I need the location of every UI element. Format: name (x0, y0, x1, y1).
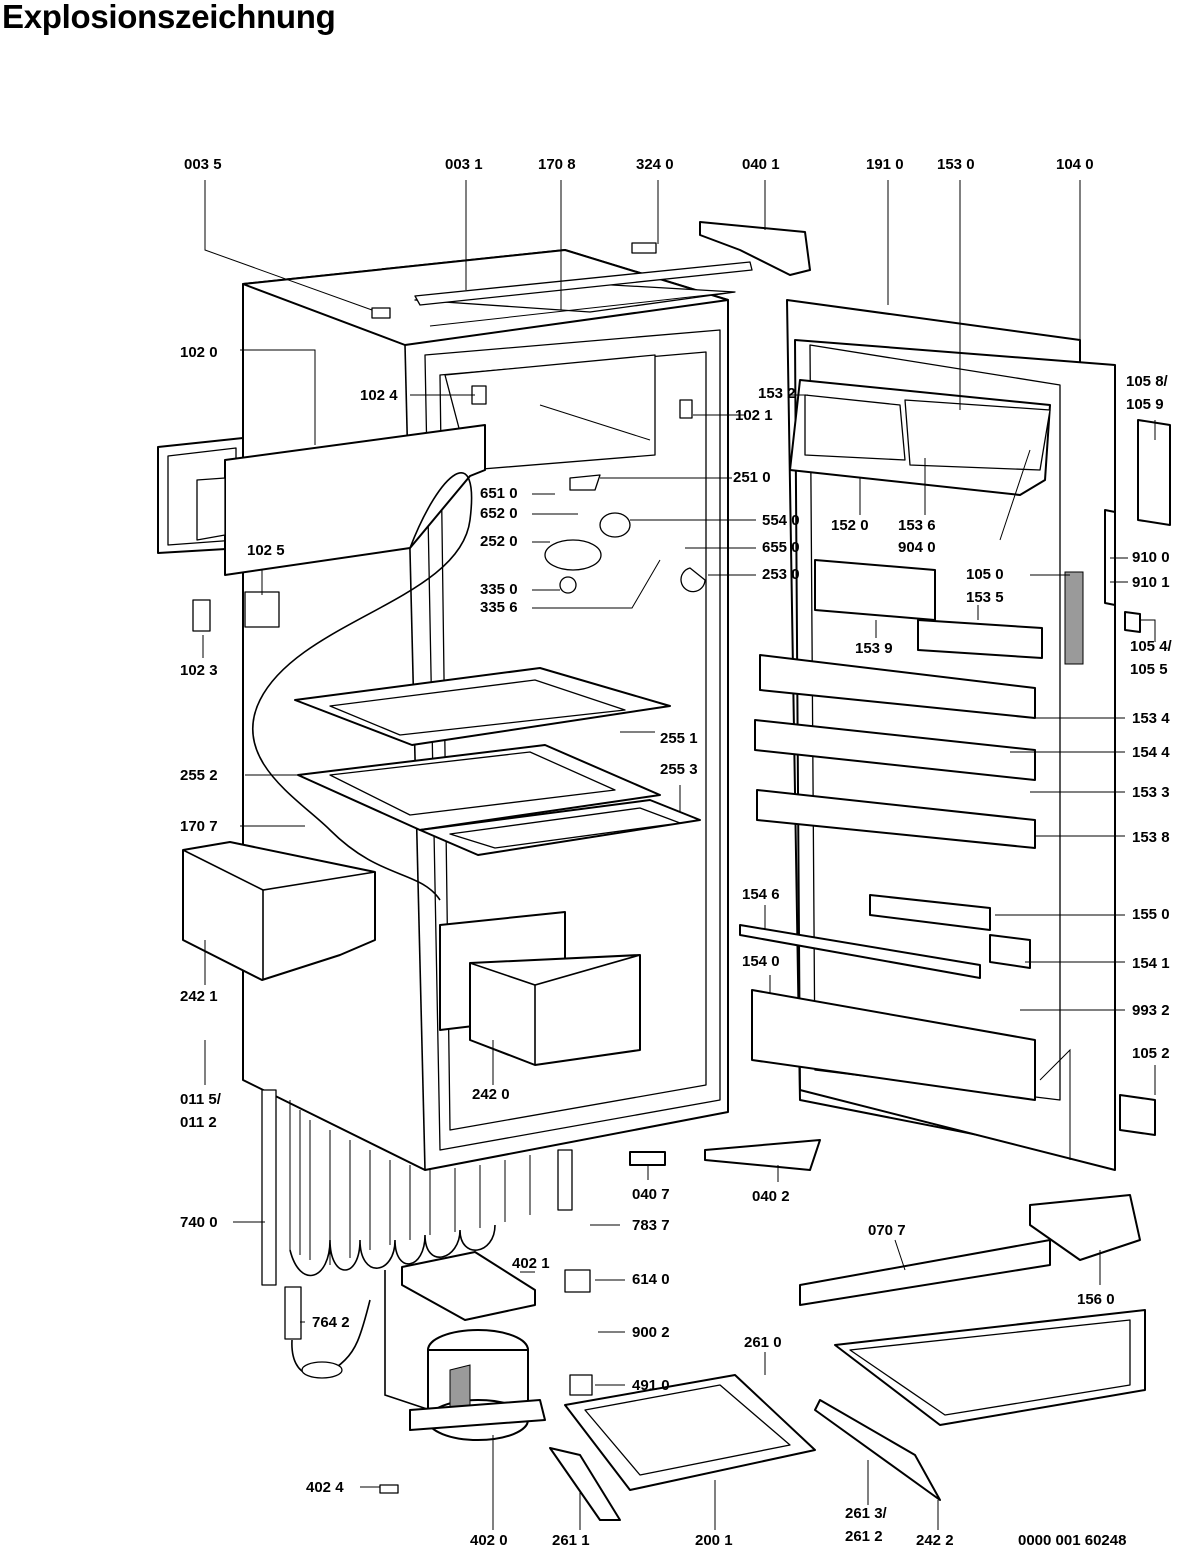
part-label-993-2: 993 2 (1132, 1002, 1170, 1019)
part-label-102-0: 102 0 (180, 344, 218, 361)
part-label-255-3: 255 3 (660, 761, 698, 778)
part-label-154-6: 154 6 (742, 886, 780, 903)
crisper-drawers (182, 841, 641, 1066)
part-label-904-0: 904 0 (898, 539, 936, 556)
door-bins (739, 379, 1051, 1101)
part-label-651-0: 651 0 (480, 485, 518, 502)
part-label-153-9: 153 9 (855, 640, 893, 657)
part-label-402-4: 402 4 (306, 1479, 344, 1496)
part-label-040-1: 040 1 (742, 156, 780, 173)
part-label-153-4: 153 4 (1132, 710, 1170, 727)
part-label-554-0: 554 0 (762, 512, 800, 529)
part-label-003-1: 003 1 (445, 156, 483, 173)
part-label-335-6: 335 6 (480, 599, 518, 616)
part-label-102-3: 102 3 (180, 662, 218, 679)
part-label-242-2: 242 2 (916, 1532, 954, 1549)
part-label-655-0: 655 0 (762, 539, 800, 556)
thermostat-parts (371, 242, 706, 594)
part-label-652-0: 652 0 (480, 505, 518, 522)
part-label-155-0: 155 0 (1132, 906, 1170, 923)
page-title: Explosionszeichnung (2, 0, 336, 35)
part-label-011-2: 011 2 (180, 1114, 217, 1131)
part-label-102-4: 102 4 (360, 387, 398, 404)
part-label-105-5: 105 5 (1130, 661, 1168, 678)
part-label-152-0: 152 0 (831, 517, 869, 534)
part-label-251-0: 251 0 (733, 469, 771, 486)
part-label-191-0: 191 0 (866, 156, 904, 173)
leader-lines (202, 180, 1156, 1530)
drawing-number: 0000 001 60248 (1018, 1532, 1127, 1549)
part-label-153-5: 153 5 (966, 589, 1004, 606)
part-label-252-0: 252 0 (480, 533, 518, 550)
part-label-170-8: 170 8 (538, 156, 576, 173)
part-label-491-0: 491 0 (632, 1377, 670, 1394)
part-label-105-8: 105 8/ (1126, 373, 1168, 390)
compressor-group (284, 1251, 593, 1494)
part-label-261-2: 261 2 (845, 1528, 883, 1545)
part-label-105-0: 105 0 (966, 566, 1004, 583)
part-label-154-0: 154 0 (742, 953, 780, 970)
part-label-102-5: 102 5 (247, 542, 285, 559)
part-label-040-2: 040 2 (752, 1188, 790, 1205)
part-label-040-7: 040 7 (632, 1186, 670, 1203)
part-label-170-7: 170 7 (180, 818, 218, 835)
part-label-242-0: 242 0 (472, 1086, 510, 1103)
freezer-compartment-door (157, 424, 486, 632)
bottom-drawers (549, 1194, 1146, 1521)
part-label-324-0: 324 0 (636, 156, 674, 173)
part-label-153-0: 153 0 (937, 156, 975, 173)
part-label-070-7: 070 7 (868, 1222, 906, 1239)
part-label-156-0: 156 0 (1077, 1291, 1115, 1308)
hinge-hardware (629, 221, 1171, 1171)
part-label-261-3: 261 3/ (845, 1505, 887, 1522)
part-label-011-5: 011 5/ (180, 1091, 221, 1108)
part-label-105-2: 105 2 (1132, 1045, 1170, 1062)
part-label-261-1: 261 1 (552, 1532, 590, 1549)
part-label-153-8: 153 8 (1132, 829, 1170, 846)
part-label-105-9: 105 9 (1126, 396, 1164, 413)
part-label-783-7: 783 7 (632, 1217, 670, 1234)
part-label-255-1: 255 1 (660, 730, 698, 747)
part-label-614-0: 614 0 (632, 1271, 670, 1288)
evaporator-line (252, 472, 473, 901)
part-label-154-1: 154 1 (1132, 955, 1170, 972)
part-label-261-0: 261 0 (744, 1334, 782, 1351)
part-label-104-0: 104 0 (1056, 156, 1094, 173)
part-label-153-2: 153 2 (758, 385, 796, 402)
part-label-200-1: 200 1 (695, 1532, 733, 1549)
part-label-910-0: 910 0 (1132, 549, 1170, 566)
glass-shelves (294, 667, 701, 856)
part-label-105-4: 105 4/ (1130, 638, 1172, 655)
part-label-910-1: 910 1 (1132, 574, 1170, 591)
part-label-153-6: 153 6 (898, 517, 936, 534)
part-label-335-0: 335 0 (480, 581, 518, 598)
part-label-153-3: 153 3 (1132, 784, 1170, 801)
part-label-154-4: 154 4 (1132, 744, 1170, 761)
part-label-764-2: 764 2 (312, 1314, 350, 1331)
part-label-740-0: 740 0 (180, 1214, 218, 1231)
part-label-253-0: 253 0 (762, 566, 800, 583)
part-label-102-1: 102 1 (735, 407, 773, 424)
part-label-402-0: 402 0 (470, 1532, 508, 1549)
part-label-900-2: 900 2 (632, 1324, 670, 1341)
part-label-242-1: 242 1 (180, 988, 218, 1005)
part-label-003-5: 003 5 (184, 156, 222, 173)
condenser (261, 1089, 573, 1286)
part-label-402-1: 402 1 (512, 1255, 550, 1272)
part-label-255-2: 255 2 (180, 767, 218, 784)
